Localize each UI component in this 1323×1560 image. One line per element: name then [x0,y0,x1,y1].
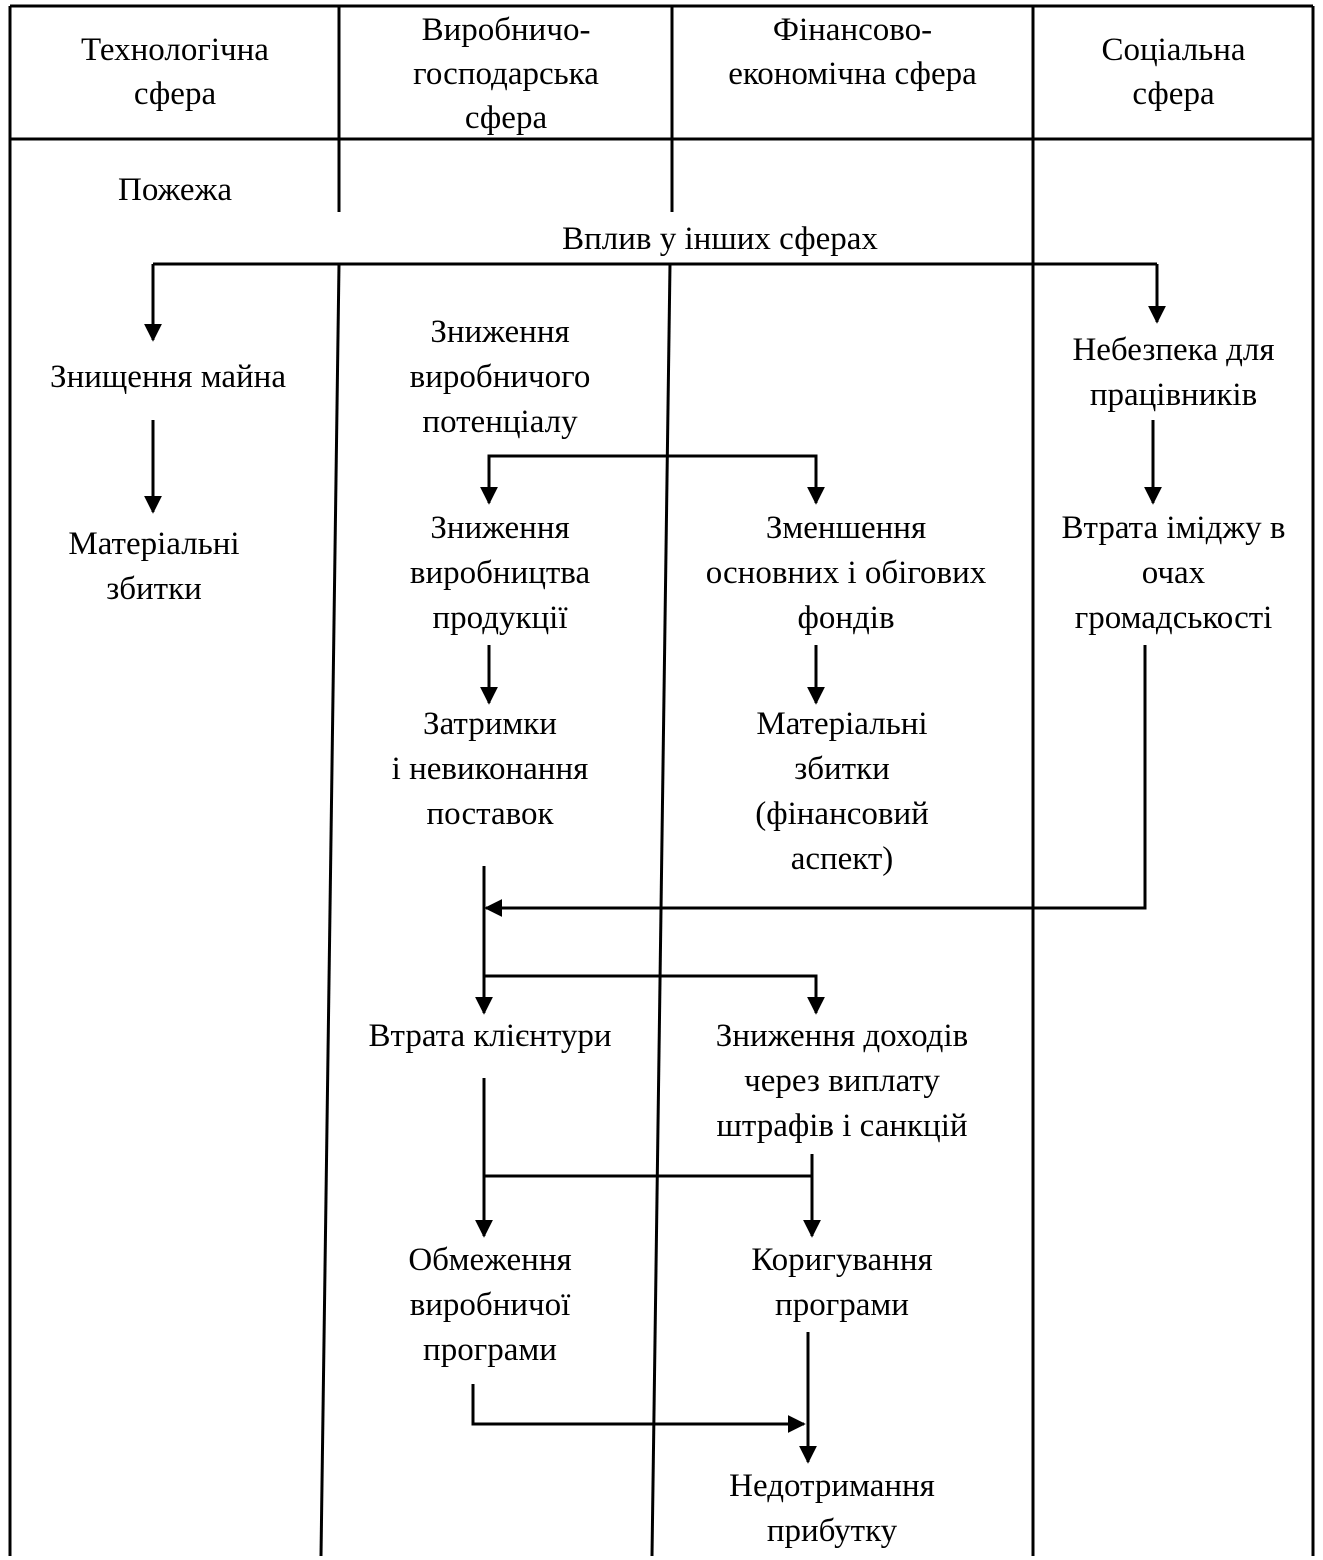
node-fire: Пожежа [14,168,336,213]
column-divider-2 [650,263,672,1557]
node-line: штрафів і санкцій [716,1108,968,1144]
header-line: Фінансово- [772,12,933,48]
node-material-losses-tech: Матеріальні збитки [14,522,294,612]
node-line: Матеріальні [68,526,240,562]
node-line: Затримки [423,706,557,742]
node-line: Знищення майна [50,359,286,395]
node-line: збитки [106,571,202,607]
node-line: очах [1141,555,1206,591]
header-production: Виробничо- господарська сфера [342,8,670,140]
node-income-reduction: Зниження доходів через виплату штрафів і… [672,1014,1012,1149]
header-line: сфера [1132,76,1215,112]
node-line: поставок [426,796,554,832]
header-technological: Технологічна сфера [14,28,336,116]
header-line: економічна сфера [728,56,977,92]
node-line: продукції [432,600,568,636]
node-program-limit: Обмеження виробничої програми [340,1238,640,1373]
node-line: Втрата іміджу в [1061,510,1286,546]
node-line: Коригування [751,1242,933,1278]
node-influence: Вплив у інших сферах [340,217,1100,262]
node-line: Зниження доходів [715,1018,969,1054]
node-line: Матеріальні [756,706,928,742]
node-line: прибутку [766,1513,898,1549]
node-line: виробничої [409,1287,571,1323]
node-line: Зниження [430,510,570,546]
node-line: Недотримання [729,1468,935,1504]
arrow-to-reduced-funds [652,454,825,505]
node-line: Вплив у інших сферах [562,221,878,257]
node-reduced-funds: Зменшення основних і обігових фондів [676,506,1016,641]
node-profit-loss: Недотримання прибутку [662,1464,1002,1554]
arrow-limit-to-profit [471,1384,806,1433]
node-line: Пожежа [118,172,232,208]
header-line: сфера [133,76,217,112]
node-program-adjust: Коригування програми [672,1238,1012,1328]
node-property-destruction: Знищення майна [8,355,328,400]
node-line: фондів [797,600,895,636]
node-line: виробництва [409,555,591,591]
arrow-to-income-reduction [484,974,825,1015]
node-line: Зменшення [765,510,927,546]
node-image-loss: Втрата іміджу в очах громадськості [1036,506,1311,641]
node-line: (фінансовий [755,796,929,832]
node-worker-danger: Небезпека для працівників [1036,328,1311,418]
header-financial: Фінансово- економічна сфера [675,8,1030,96]
arrow-to-reduced-output [480,454,652,505]
header-line: Виробничо- [421,12,591,48]
header-line: Технологічна [81,32,269,68]
header-line: господарська [413,56,599,92]
node-line: через виплату [744,1063,940,1099]
node-line: Небезпека для [1072,332,1275,368]
node-line: аспект) [790,841,894,877]
node-line: збитки [794,751,890,787]
header-line: сфера [464,100,548,136]
header-line: Соціальна [1101,32,1246,68]
node-reduced-output: Зниження виробництва продукції [350,506,650,641]
arrow-image-to-join [484,645,1147,917]
node-line: Обмеження [408,1242,572,1278]
node-material-losses-fin: Матеріальні збитки (фінансовий аспект) [672,702,1012,882]
node-delivery-delays: Затримки і невиконання поставок [340,702,640,837]
node-line: громадськості [1074,600,1273,636]
node-line: програми [423,1332,557,1368]
node-line: основних і обігових [705,555,987,591]
node-reduced-potential: Зниження виробничого потенціалу [350,310,650,445]
node-line: працівників [1089,377,1258,413]
column-divider-1 [319,263,341,1557]
node-line: виробничого [409,359,591,395]
node-line: Втрата клієнтури [368,1018,612,1054]
node-line: потенціалу [422,404,578,440]
node-line: Зниження [430,314,570,350]
header-social: Соціальна сфера [1036,28,1311,116]
node-line: програми [775,1287,909,1323]
node-client-loss: Втрата клієнтури [340,1014,640,1059]
node-line: і невиконання [391,751,589,787]
